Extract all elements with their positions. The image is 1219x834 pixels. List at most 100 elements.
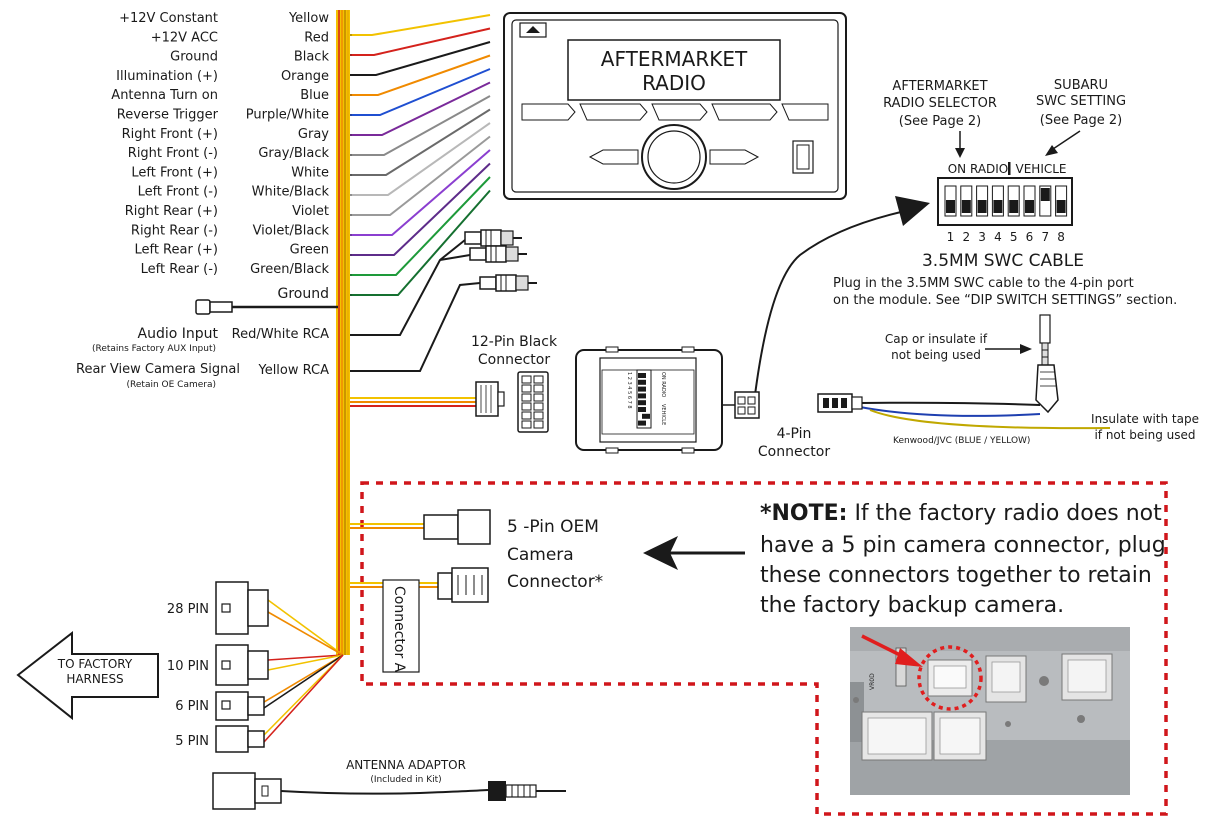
dip-switch-knob [1025, 200, 1034, 213]
ground-wire: Ground [195, 286, 338, 315]
dip-number: 5 [1010, 230, 1018, 244]
camera-signal-note: (Retain OE Camera) [127, 380, 216, 390]
arrow-label-line2: HARNESS [66, 672, 123, 686]
factory-connector-photo: VR0D [850, 627, 1130, 795]
aftermarket-radio: AFTERMARKET RADIO [503, 12, 847, 200]
dip-switch-knob [961, 200, 971, 213]
wire-color-label: White [291, 165, 329, 180]
camera-label-line3: Connector* [507, 572, 603, 592]
subaru-title-line3: (See Page 2) [1040, 113, 1122, 128]
radio-label-line2: RADIO [642, 71, 706, 95]
harness-wire [267, 611, 344, 656]
radio-label-line1: AFTERMARKET [601, 47, 748, 71]
wire-function-label: Left Rear (-) [141, 262, 218, 277]
ring-terminal-icon [195, 299, 211, 315]
kenwood-wire-label: Kenwood/JVC (BLUE / YELLOW) [893, 436, 1030, 446]
wire-color-label: Purple/White [246, 108, 329, 123]
main-wire-bundle [336, 10, 350, 655]
pin-cell [533, 420, 544, 429]
wire-color-label: Green [290, 243, 329, 258]
note-box: *NOTE: If the factory radio does not hav… [360, 481, 1168, 816]
subaru-title-line1: SUBARU [1054, 78, 1108, 93]
module-dip-knob [638, 400, 646, 406]
module-dip-knob [638, 393, 646, 399]
pin-cell [521, 384, 532, 393]
radio-wire [350, 54, 491, 96]
four-pin-connector: 4-Pin Connector [722, 391, 830, 460]
dip-switch-panel: AFTERMARKET RADIO SELECTOR (See Page 2) … [883, 78, 1126, 244]
wire-function-label: Ground [170, 50, 218, 65]
volume-knob-icon [641, 124, 707, 190]
wire-color-label: Green/Black [250, 262, 329, 277]
swc-desc-line1: Plug in the 3.5MM SWC cable to the 4-pin… [833, 276, 1134, 291]
harness-fan-wires [263, 599, 344, 743]
radio-fan-wires [350, 14, 491, 296]
camera-rca-label: Yellow RCA [257, 363, 329, 378]
wire-function-label: Left Front (+) [131, 165, 218, 180]
radio-wire [350, 149, 491, 236]
twelve-pin-connector: 12-Pin Black Connector [350, 334, 558, 433]
wire-function-label: Left Front (-) [138, 185, 218, 200]
selector-title-line3: (See Page 2) [899, 114, 981, 129]
module-dip-knob [638, 379, 646, 385]
wire-function-label: Antenna Turn on [111, 88, 218, 103]
dip-switch-knob [1040, 188, 1050, 201]
pin-cell [533, 375, 544, 384]
to-factory-harness-arrow-icon [16, 630, 159, 721]
pin-cell [533, 402, 544, 411]
dip-switch-row [944, 185, 1068, 217]
wire-color-label: Orange [281, 69, 329, 84]
module-dip-knob [638, 386, 646, 392]
wire-color-label: Blue [300, 88, 329, 103]
swc-desc-line2: on the module. See “DIP SWITCH SETTINGS”… [833, 293, 1177, 308]
wire-color-label: Gray/Black [258, 146, 329, 161]
highlight-circle [917, 645, 983, 711]
antenna-title: ANTENNA ADAPTOR [346, 758, 466, 772]
wire-function-label: Right Rear (-) [131, 223, 218, 238]
pin-cell [533, 411, 544, 420]
swc-cable-section: 3.5MM SWC CABLE Plug in the 3.5MM SWC ca… [754, 196, 1199, 446]
connector-28-pin [215, 581, 249, 635]
harness-wire [267, 654, 344, 661]
radio-wire [350, 108, 491, 176]
wire-function-label: +12V ACC [151, 30, 218, 45]
camera-signal-label: Rear View Camera Signal [76, 362, 240, 377]
factory-harness: 28 PIN 10 PIN 6 PIN 5 PIN TO FACTORY HAR… [16, 581, 344, 753]
insulate-note-line1: Insulate with tape [1091, 412, 1199, 426]
module-dip-knob [638, 407, 646, 412]
radio-wire [350, 189, 491, 296]
twelve-pin-label-line1: 12-Pin Black [471, 334, 558, 350]
connector-5-pin [215, 725, 249, 753]
photo-label: VR0D [869, 673, 876, 690]
camera-connectors: 5 -Pin OEM Camera Connector* Connector A [350, 509, 603, 673]
dip-number: 2 [962, 230, 970, 244]
dip-number: 8 [1057, 230, 1065, 244]
camera-label-line2: Camera [507, 545, 574, 565]
module-dip-switches [638, 373, 650, 426]
pin-label-5: 5 PIN [175, 734, 209, 749]
dip-number: 3 [978, 230, 986, 244]
selector-title-line2: RADIO SELECTOR [883, 96, 997, 111]
arrow-label-line1: TO FACTORY [57, 657, 133, 671]
rca-plug-yellow-icon [479, 274, 537, 292]
interface-module: 1 2 3 4 5 6 7 8 ON RADIO VEHICLE [575, 346, 723, 454]
red-arrow-icon [895, 648, 923, 667]
selector-title-line1: AFTERMARKET [892, 79, 987, 94]
module-dip-knob [638, 373, 646, 378]
harness-wire [263, 654, 344, 703]
wire-function-label: Left Rear (+) [134, 243, 218, 258]
module-on-radio: ON RADIO [660, 372, 666, 397]
wire-color-label: Gray [298, 127, 329, 142]
vehicle-label: VEHICLE [1016, 162, 1067, 176]
audio-jack-icon [1035, 314, 1059, 414]
left-arrow-icon [643, 536, 678, 570]
dashed-note-border [360, 481, 1168, 816]
pin-cell [521, 375, 532, 384]
dip-switch-knob [1056, 200, 1066, 213]
wire-function-label: +12V Constant [119, 11, 218, 26]
note-line2: have a 5 pin camera connector, plug [760, 533, 1166, 558]
wire-color-label: Black [294, 50, 330, 65]
radio-wire [350, 176, 491, 276]
swc-cable-title: 3.5MM SWC CABLE [922, 251, 1084, 271]
